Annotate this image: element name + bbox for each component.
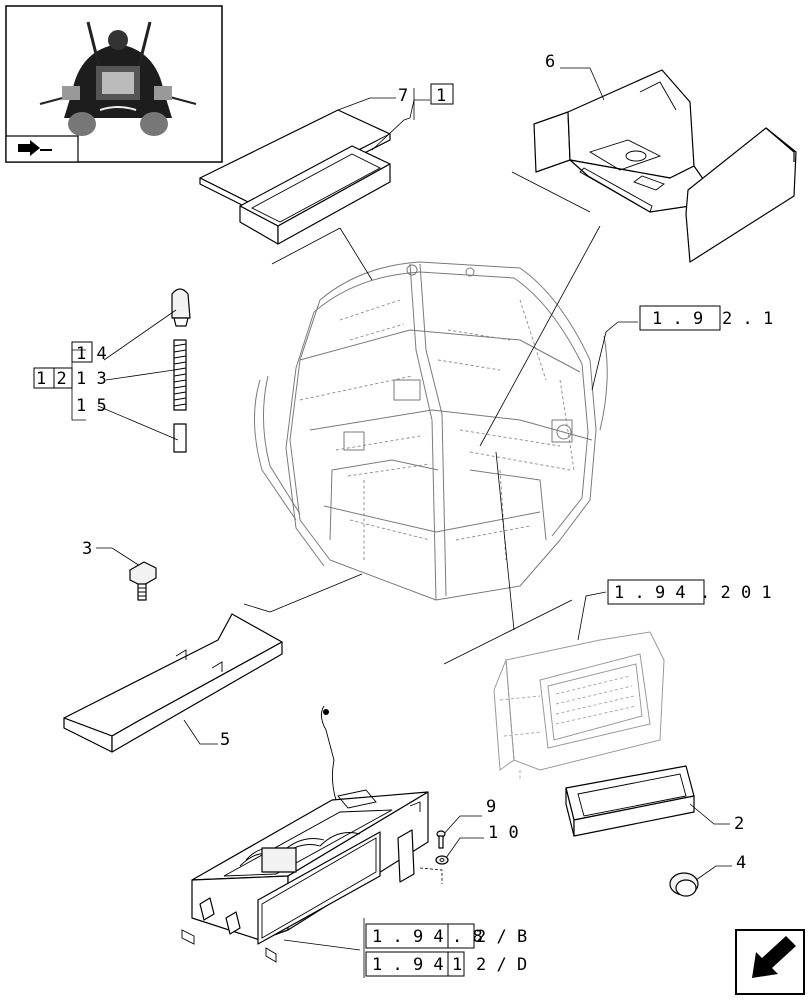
ref-1-94-82-tail[interactable]: 2 / B — [476, 927, 527, 947]
leader-9 — [441, 815, 482, 837]
leader-5-cabin-a — [243, 603, 271, 613]
callout-3: 3 — [82, 539, 92, 559]
leader-13 — [105, 369, 175, 381]
navigation-arrow-icon[interactable] — [735, 929, 805, 995]
leader-5 — [183, 719, 218, 745]
part-9-screw — [436, 830, 446, 849]
leader-2 — [689, 803, 730, 825]
leader-1921 — [591, 321, 638, 391]
ref-1-92-1-tail[interactable]: 2 . 1 — [722, 309, 773, 329]
leader-9-10-dashed — [419, 867, 443, 884]
leader-3 — [96, 547, 141, 567]
part-13-spring — [173, 339, 187, 411]
ref-1-92[interactable]: 1 . 9 — [652, 309, 703, 329]
cabin-frame — [254, 261, 608, 601]
heater-box-assembly — [181, 705, 429, 963]
part-6-floor-mat — [533, 69, 797, 263]
leader-heater-ref — [283, 939, 361, 951]
part-14-cap — [171, 288, 191, 327]
ref-box-12b[interactable] — [53, 367, 73, 389]
ref-1-94-2-01-tail[interactable]: . 2 0 1 — [700, 583, 772, 603]
callout-14: 1 4 — [76, 344, 107, 364]
leader-4 — [695, 865, 732, 881]
part-15-end — [173, 423, 187, 453]
callout-7: 7 — [398, 86, 408, 106]
leader-5-cabin-b — [269, 573, 363, 613]
ref-1-94-12[interactable]: 1 . 9 4 — [372, 955, 444, 975]
callout-10: 1 0 — [488, 823, 519, 843]
part-2-grille — [565, 765, 695, 837]
leader-6 — [560, 67, 605, 101]
tractor-cab-thumbnail[interactable] — [5, 5, 223, 163]
leader-6-cabin-b — [479, 225, 601, 447]
callout-4: 4 — [736, 853, 746, 873]
leader-7-cabin-a — [271, 227, 341, 265]
ref-12[interactable]: 1 2 — [36, 369, 67, 389]
callout-13: 1 3 — [76, 369, 107, 389]
ref-box-1-92[interactable] — [639, 305, 721, 331]
leader-10 — [445, 837, 484, 859]
leader-2-ghost — [443, 599, 573, 665]
assembly-arrow-icon[interactable] — [18, 140, 52, 156]
callout-5: 5 — [220, 730, 230, 750]
ref-1-94[interactable]: 1 . 9 4 — [614, 583, 686, 603]
part-3-bolt — [129, 561, 157, 601]
heater-unit-ghost — [493, 631, 665, 780]
ref-box-14 — [71, 341, 93, 363]
part-4-plug — [669, 872, 699, 897]
leader-6-cabin-a — [511, 171, 591, 213]
leader-7-cabin-b — [339, 227, 373, 281]
leader-7b — [371, 99, 430, 151]
ref-1[interactable]: 1 — [436, 86, 446, 106]
ref-1-94-12-mid[interactable]: 1 — [452, 955, 462, 975]
ref-box-1-94[interactable] — [607, 579, 705, 605]
callout-2: 2 — [734, 814, 744, 834]
ref-box-1-94-12-mid[interactable] — [447, 951, 465, 977]
part-10-washer — [435, 855, 449, 865]
ref-box-1-94-82-mid[interactable] — [447, 923, 475, 949]
ref-box-1[interactable] — [430, 83, 454, 105]
callout-9: 9 — [486, 797, 496, 817]
part-7-filter-housing — [239, 145, 391, 245]
ref-1-94-12-tail[interactable]: 2 / D — [476, 955, 527, 975]
callout-15: 1 5 — [76, 396, 107, 416]
leader-2-cabin — [495, 451, 515, 631]
leader-14 — [103, 309, 177, 361]
leader-7a — [337, 97, 396, 111]
part-5-trim-panel — [63, 613, 283, 753]
ref-1-94-82[interactable]: 1 . 9 4 — [372, 927, 444, 947]
callout-6: 6 — [545, 52, 555, 72]
leader-15 — [97, 405, 179, 441]
ref-1-94-82-mid[interactable]: . 8 — [452, 927, 483, 947]
leader-1942 — [577, 591, 607, 641]
